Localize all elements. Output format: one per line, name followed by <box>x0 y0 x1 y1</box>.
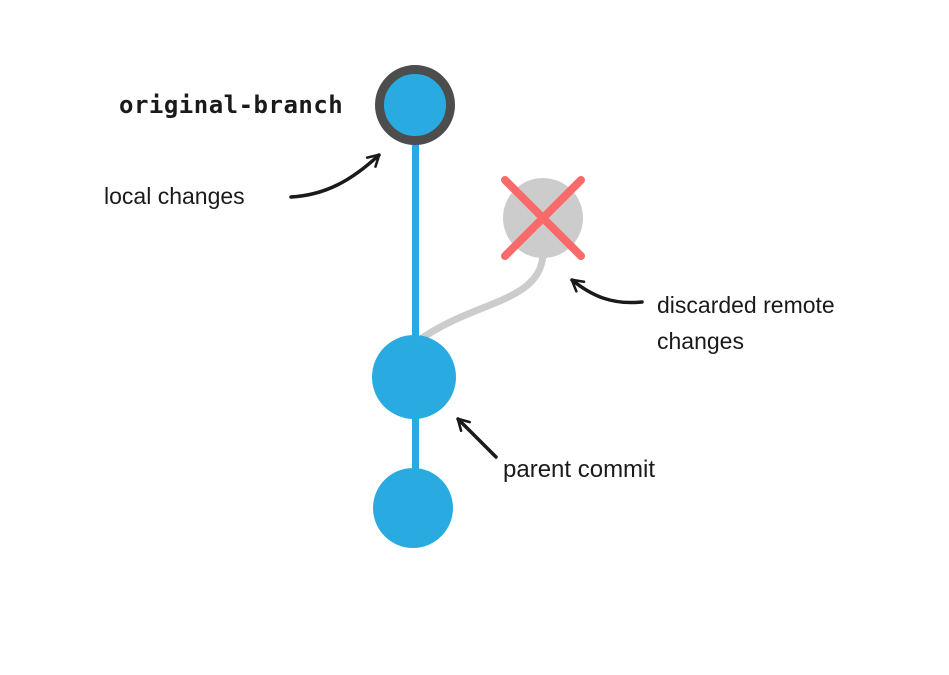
discarded-branch-curve <box>415 253 547 344</box>
red-cross-icon <box>501 176 585 260</box>
parent-commit-arrow-icon <box>456 417 498 459</box>
red-cross-stroke-2 <box>501 176 585 260</box>
local-changes-arrow-icon <box>289 153 381 199</box>
parent-commit-label: parent commit <box>503 456 656 483</box>
local-changes-label: local changes <box>104 183 245 209</box>
parent-commit-node <box>372 335 456 419</box>
root-commit-node <box>373 468 453 548</box>
branch-name-label: original-branch <box>119 91 344 119</box>
head-commit-node <box>375 65 455 145</box>
discarded-changes-arrow-icon <box>570 278 644 305</box>
discarded-remote-changes-label: discarded remote changes <box>657 292 835 354</box>
